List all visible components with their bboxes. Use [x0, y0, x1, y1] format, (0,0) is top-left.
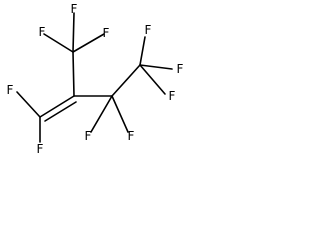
bond-c5-f-lower	[139, 64, 166, 95]
atom-label-f-right: F	[177, 62, 184, 76]
bond-c1-f-upper	[16, 91, 41, 118]
bond-c4-c5	[111, 64, 141, 97]
bond-c2-c3	[72, 51, 75, 97]
atom-label-f-top-left: F	[39, 25, 46, 39]
bond-c4-f-left	[90, 95, 113, 133]
bond-c4-f-right	[111, 95, 129, 133]
bond-c3-f-left	[43, 33, 74, 53]
bond-c3-f-right	[72, 33, 105, 53]
atom-label-f-lower-left: F	[37, 142, 44, 156]
bond-c1-c2-double	[44, 101, 77, 122]
bond-c5-f-right	[139, 64, 173, 70]
bond-c5-f-top	[139, 36, 146, 66]
bond-c3-f-top	[72, 12, 75, 53]
bond-c1-c2	[39, 95, 75, 118]
atom-label-f-top-right: F	[103, 26, 110, 40]
atom-label-f-top-center: F	[71, 2, 78, 16]
molecule-diagram: F F F F F F F F F F	[7, 2, 184, 156]
atom-label-f-bottom-center-left: F	[85, 129, 92, 143]
atom-label-f-lower-right: F	[169, 89, 176, 103]
atom-label-f-upper-left: F	[7, 83, 14, 97]
atom-label-f-bottom-center-right: F	[128, 129, 135, 143]
atom-label-f-right-top: F	[145, 23, 152, 37]
